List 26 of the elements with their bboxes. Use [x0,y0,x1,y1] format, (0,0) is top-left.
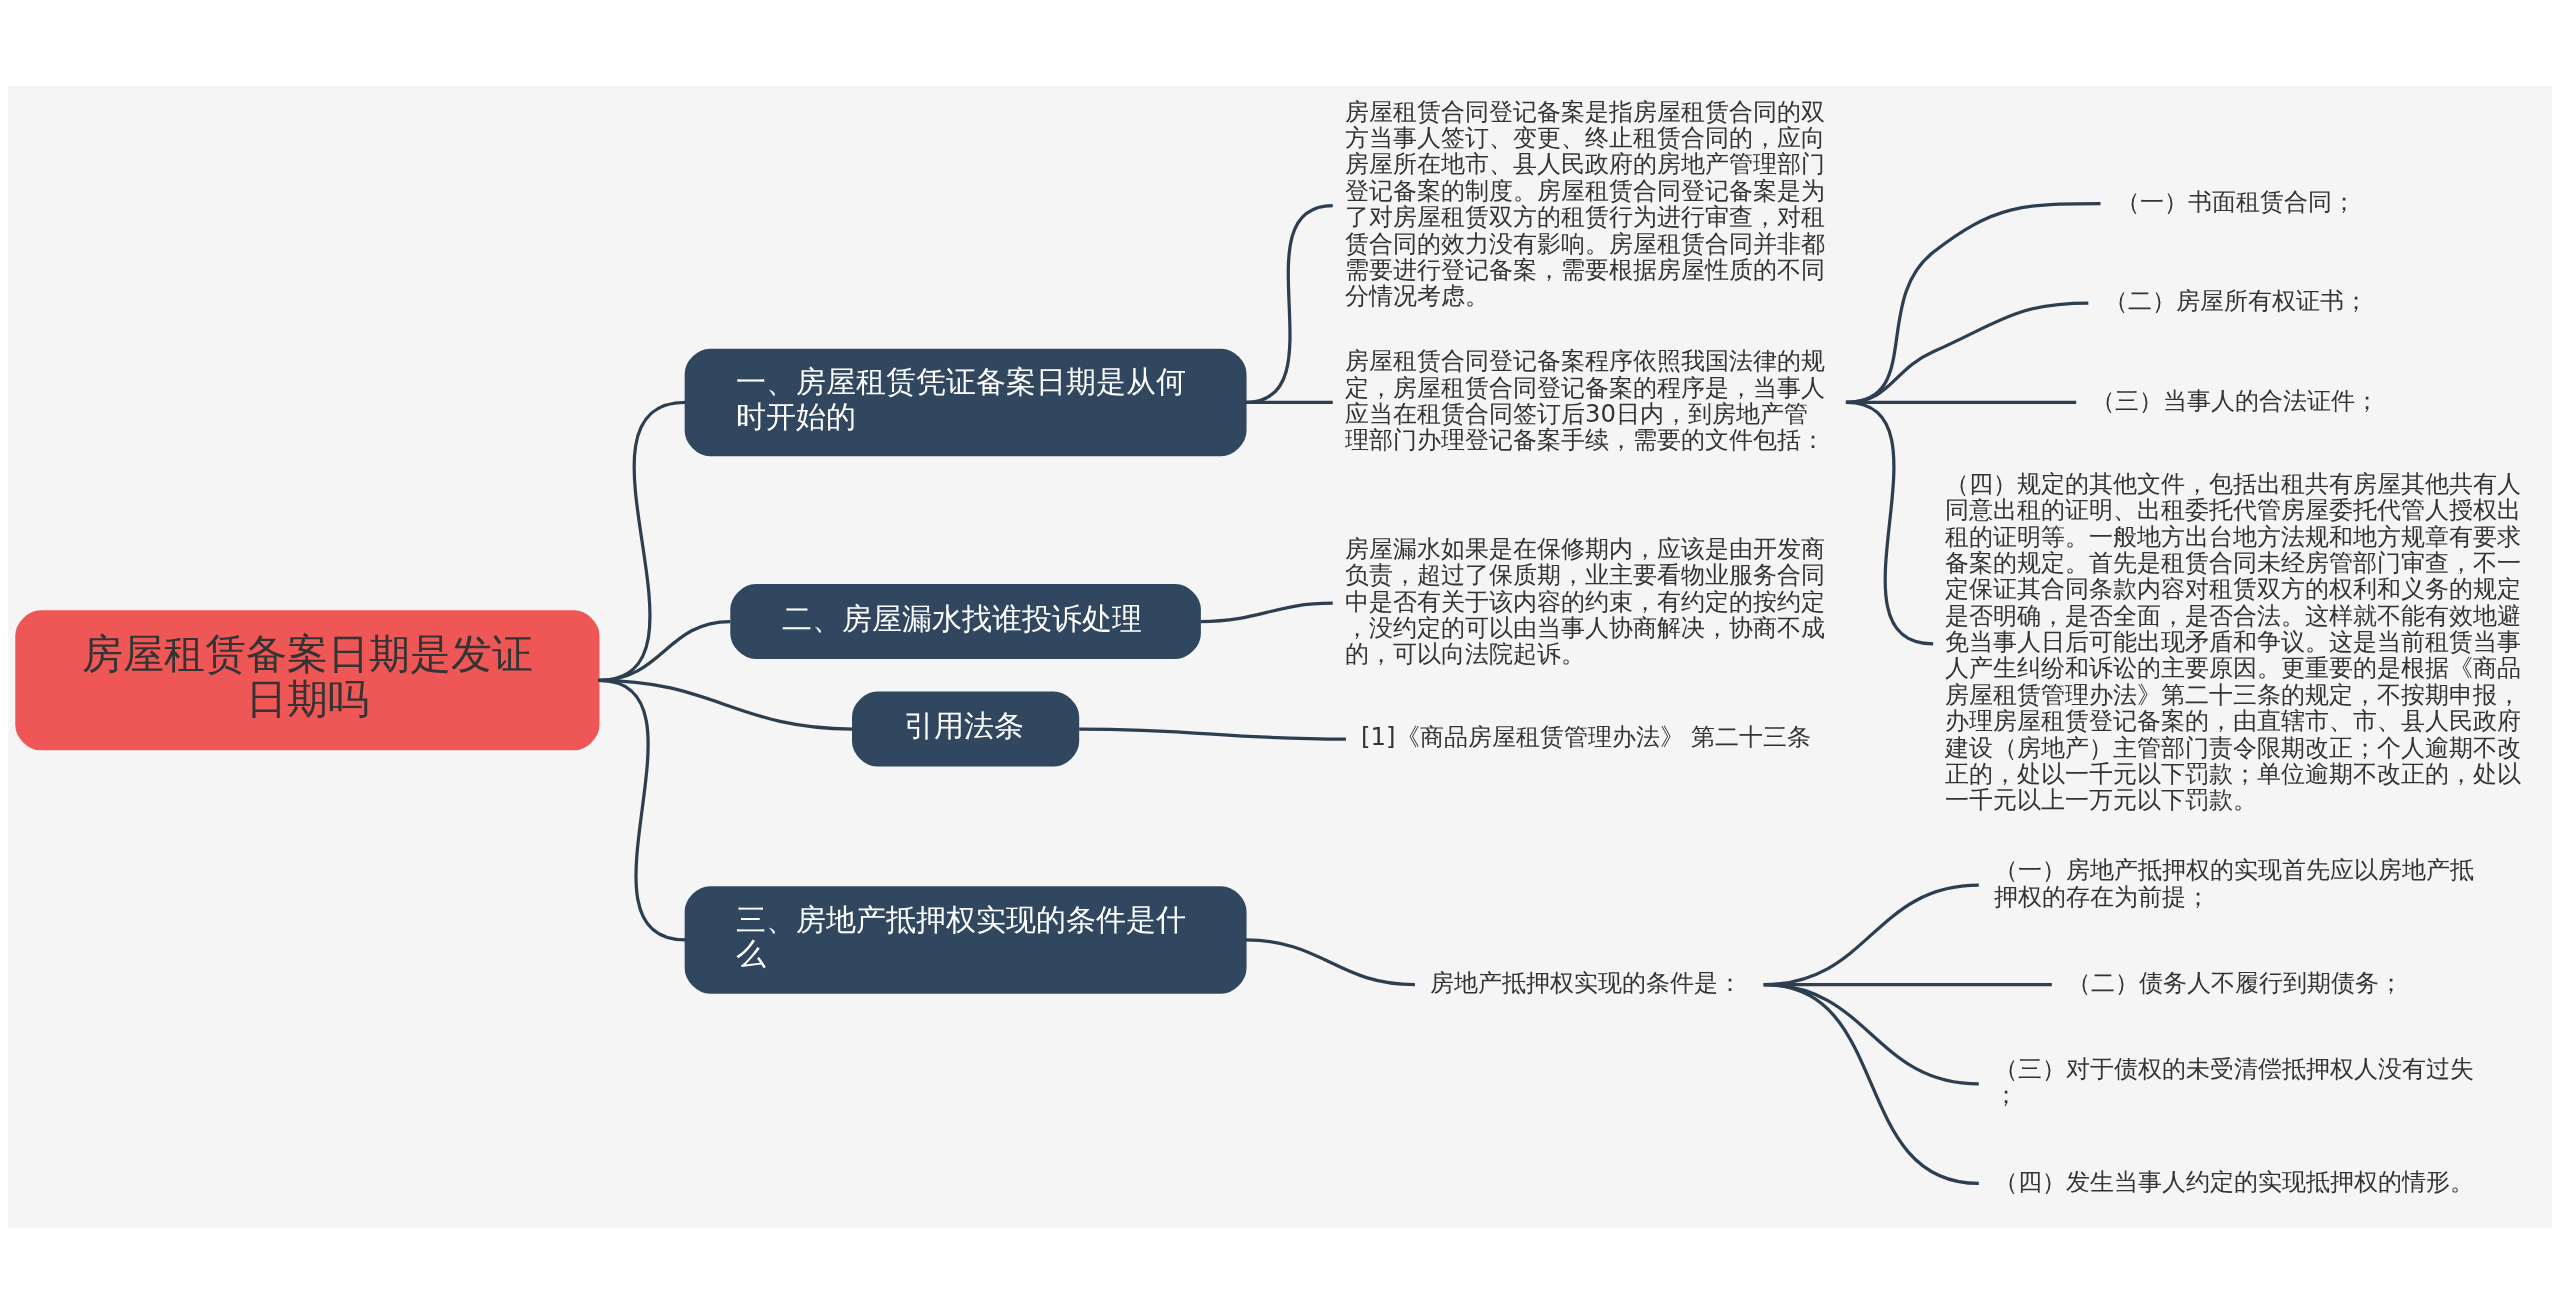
node-box: 二、房屋漏水找谁投诉处理 [730,583,1201,660]
node-text: 房屋租赁合同登记备案程序依照我国法律的规定，房屋租赁合同登记备案的程序是，当事人应当在租赁合同签订后30日内，到房地产管理部门办理登记备案手续，需要的文件包括： [1344,346,1825,455]
node-text: （三）对于债权的未受清偿抵押权人没有过失； [1994,1054,2474,1110]
node-box: 三、房地产抵押权实现的条件是什么 [684,886,1247,994]
node-text: （四）发生当事人约定的实现抵押权的情形。 [1994,1166,2474,1196]
connector [1245,400,1333,405]
node-text: 房屋漏水如果是在保修期内，应该是由开发商负责，超过了保质期，业主要看物业服务合同中是否有关于该内容的约束，有约定的按约定，没约定的可以由当事人协商解决，协商不成的，可以向法院起诉。 [1344,533,1825,669]
node-box: 引用法条 [852,691,1080,767]
node-text: （一）房地产抵押权的实现首先应以房地产抵押权的存在为前提； [1994,855,2474,911]
node-text: （三）当事人的合法证件； [2091,385,2380,415]
node-text: （二）债务人不履行到期债务； [2067,967,2404,997]
connector [1245,204,1334,405]
node-text: 房屋租赁合同登记备案是指房屋租赁合同的双方当事人签订、变更、终止租赁合同的，应向房屋所在地市、县人民政府的房地产管理部门登记备案的制度。房屋租赁合同登记备案是为了对房屋租赁双方的租赁行为进行审查，对租赁合同的效力没有影响。房屋租赁合同并非都需要进行登记备案，需要根据房屋性质的不同分情况考虑。 [1344,96,1825,311]
node-text: （四）规定的其他文件，包括出租共有房屋其他共有人同意出租的证明、出租委托代管房屋委托代管人授权出租的证明等。一般地方出台地方法规和地方规章有要求备案的规定。首先是租赁合同未经房管部门审查，不一定保证其合同条款内容对租赁双方的权利和义务的规定是否明确，是否全面，是否合法。这样就不能有效地避免当事人日后可能出现矛盾和争议。这是当前租赁当事人产生纠纷和诉讼的主要原因。更重要的是根据《商品房屋租赁管理办法》第二十三条的规定，不按期申报，办理房屋租赁登记备案的，由直辖市、市、县人民政府建设（房地产）主管部门责令限期改正；个人逾期不改正的，处以一千元以下罚款；单位逾期不改正的，处以一千元以上一万元以下罚款。 [1945,468,2522,815]
node-text: [1]《商品房屋租赁管理办法》 第二十三条 [1361,722,1812,752]
node-box: 一、房屋租赁凭证备案日期是从何时开始的 [684,348,1247,457]
connector [1079,727,1346,741]
connector [1763,982,1979,1185]
connector [1200,601,1333,624]
connector [1245,938,1415,987]
node-text: （一）书面租赁合同； [2115,186,2356,216]
node-text: 房地产抵押权实现的条件是： [1430,967,1743,997]
connector [598,678,686,942]
connector [1845,400,1934,646]
node-text: （二）房屋所有权证书； [2103,286,2368,316]
node-box: 房屋租赁备案日期是发证日期吗 [15,610,600,751]
